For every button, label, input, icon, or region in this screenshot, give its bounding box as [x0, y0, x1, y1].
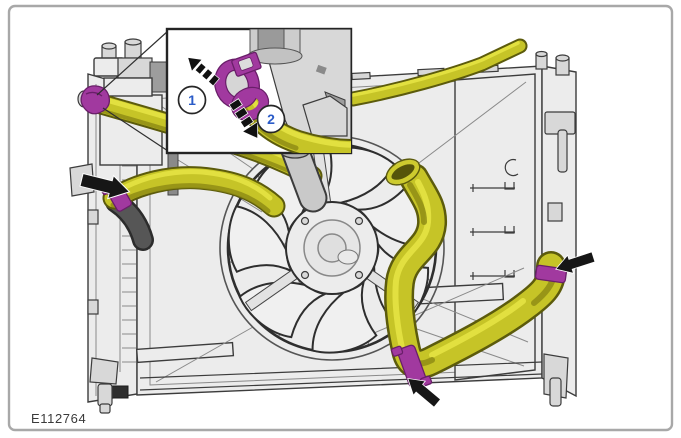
lower-left-channel	[135, 341, 235, 364]
detail-inset: 1 2	[165, 27, 353, 155]
cooling-fan	[219, 135, 451, 367]
detail-inset-scene	[182, 29, 351, 153]
inset-hose-sleeve	[231, 87, 269, 121]
inset-bracket	[302, 95, 348, 137]
fan-motor-hub	[285, 201, 379, 295]
leader-line-bottom	[102, 107, 169, 152]
callout-2-number: 2	[267, 111, 275, 127]
hose-top	[345, 38, 528, 107]
bottom-frame	[139, 361, 543, 391]
callout-2: 2	[256, 104, 286, 134]
left-foot-bracket	[89, 357, 119, 385]
callout-1: 1	[177, 85, 207, 115]
shroud-right-clips	[470, 158, 519, 280]
figure-id-label: E112764	[31, 411, 86, 426]
hose-open-end	[386, 159, 420, 185]
inset-hose	[230, 76, 351, 153]
callout-1-number: 1	[188, 92, 196, 108]
radiator-right-frame	[535, 50, 577, 407]
clamp-bottom	[390, 344, 433, 388]
leader-line-top	[96, 30, 169, 96]
